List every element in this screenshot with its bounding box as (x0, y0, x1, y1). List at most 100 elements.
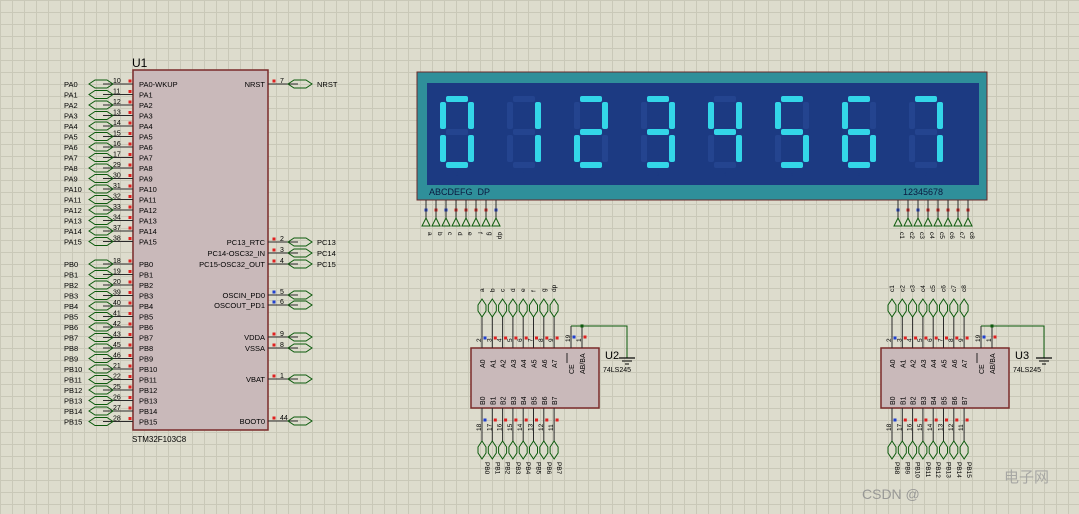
display-segment (580, 162, 602, 168)
u1-pin-name: NRST (245, 80, 266, 89)
u1-pin-name: PB2 (139, 281, 153, 290)
u1-pin-state-dot (128, 153, 132, 156)
u2-top-pin-number: 7 (528, 338, 535, 342)
display-segment (446, 96, 468, 102)
u2-top-state-dot (493, 336, 497, 340)
u3-a-pin-name: A4 (931, 359, 938, 368)
u3-bottom-net-label: PB14 (955, 462, 962, 478)
display-segment (870, 135, 876, 162)
display-segment (602, 102, 608, 129)
u1-net-label: PB3 (64, 292, 78, 301)
u3-74ls245-component[interactable]: c12A0B018PB8c23A1B117PB9c34A2B216PB10c45… (880, 285, 1052, 479)
u3-bottom-state-dot (924, 418, 928, 422)
u3-bottom-net-label: PB10 (914, 462, 921, 478)
display-segment (641, 102, 647, 129)
u1-pin-number: 1 (280, 373, 284, 380)
u2-top-net-label: c (500, 288, 507, 292)
u3-bottom-pin-number: 18 (886, 423, 893, 431)
u3-bottom-net-label: PB9 (903, 462, 910, 475)
segment-pin-net-label: dp (496, 232, 503, 240)
display-segment (775, 102, 781, 129)
u3-b-pin-name: B2 (911, 396, 918, 405)
segment-pin-terminal (471, 216, 481, 227)
u2-bottom-net-label: PB2 (504, 462, 511, 475)
segment-pin-terminal (451, 216, 461, 227)
u1-pin-state-dot (272, 300, 276, 304)
u2-74ls245-component[interactable]: a2A0B018PB0b3A1B117PB1c4A2B216PB2d5A3B31… (470, 284, 635, 475)
u3-top-state-dot (903, 336, 907, 340)
common-pin-net-label: c5 (938, 232, 945, 239)
u3-bottom-pin-number: 14 (927, 423, 934, 431)
common-pin-terminal (903, 216, 913, 227)
u1-pin-terminal (287, 416, 313, 426)
segment-pin-net-label: e (466, 232, 473, 236)
u1-pin-terminal (88, 406, 114, 416)
u3-bottom-state-dot (934, 418, 938, 422)
u3-top-pin-number: 4 (907, 338, 914, 342)
u3-bottom-net-label: PB12 (934, 462, 941, 478)
u1-pin-name: PB4 (139, 302, 153, 311)
common-pin-net-label: c6 (948, 232, 955, 239)
u1-pin-name: PC13_RTC (227, 238, 266, 247)
u1-pin-number: 29 (113, 162, 121, 169)
u1-net-label: PB13 (64, 397, 82, 406)
u1-pin-terminal (88, 333, 114, 342)
u1-pin-name: PB15 (139, 418, 157, 427)
u1-net-label: PB2 (64, 281, 78, 290)
u1-pin-name: PA4 (139, 122, 153, 131)
u1-pin-state-dot (128, 354, 132, 357)
segment-pin-terminal (491, 216, 501, 227)
segment-pin-net-label: f (476, 232, 483, 234)
common-pin-net-label: c3 (918, 232, 925, 239)
u2-top-state-dot (524, 336, 528, 340)
u2-bottom-pin-number: 15 (507, 423, 514, 431)
u1-pin-state-dot (128, 270, 132, 273)
u3-bottom-net-label: PB8 (893, 462, 900, 475)
u2-a-pin-name: A6 (542, 359, 549, 368)
display-segment (714, 129, 736, 135)
u1-pin-number: 40 (113, 300, 121, 307)
u1-pin-terminal (287, 259, 313, 269)
u2-top-pin-number: 6 (517, 338, 524, 342)
u1-pin-number: 4 (280, 258, 284, 265)
u1-pin-state-dot (128, 291, 132, 294)
u1-pin-state-dot (128, 417, 132, 420)
u2-a-pin-name: A3 (511, 359, 518, 368)
display-segment (513, 162, 535, 168)
u3-b-pin-name: B7 (962, 396, 969, 405)
u1-pin-name: PB1 (139, 271, 153, 280)
u1-pin-state-dot (272, 237, 276, 241)
display-segment (848, 129, 870, 135)
u3-top-net-label: c2 (899, 285, 906, 292)
display-segment (580, 129, 602, 135)
u1-pin-state-dot (272, 343, 276, 347)
common-pin-terminal (943, 216, 953, 227)
common-pin-terminal (933, 216, 943, 227)
u3-top-pin-number: 2 (886, 338, 893, 342)
u3-ctrl-pin-number: 19 (975, 334, 982, 342)
u1-net-label: PB10 (64, 365, 82, 374)
display-segment (641, 135, 647, 162)
u1-net-label: PB8 (64, 344, 78, 353)
u1-pin-terminal (88, 142, 114, 152)
u1-pin-name: PA2 (139, 101, 153, 110)
u1-pin-state-dot (128, 237, 132, 240)
u3-ctrl-pin-name: CE (979, 364, 986, 374)
u1-net-label: PA10 (64, 185, 82, 194)
common-pin-terminal (893, 216, 903, 227)
common-pin-terminal (963, 216, 973, 227)
u2-bottom-state-dot (545, 418, 549, 422)
display-segment (842, 102, 848, 129)
u1-pin-state-dot (128, 216, 132, 219)
u1-pin-name: PA1 (139, 91, 153, 100)
u2-bottom-net-label: PB1 (493, 462, 500, 475)
u3-top-net-label: c1 (889, 285, 896, 292)
u1-pin-terminal (88, 79, 114, 89)
u1-pin-state-dot (128, 364, 132, 368)
u1-pin-name: PB13 (139, 397, 157, 406)
display-segment (803, 102, 809, 129)
u1-net-label: PA5 (64, 133, 78, 142)
